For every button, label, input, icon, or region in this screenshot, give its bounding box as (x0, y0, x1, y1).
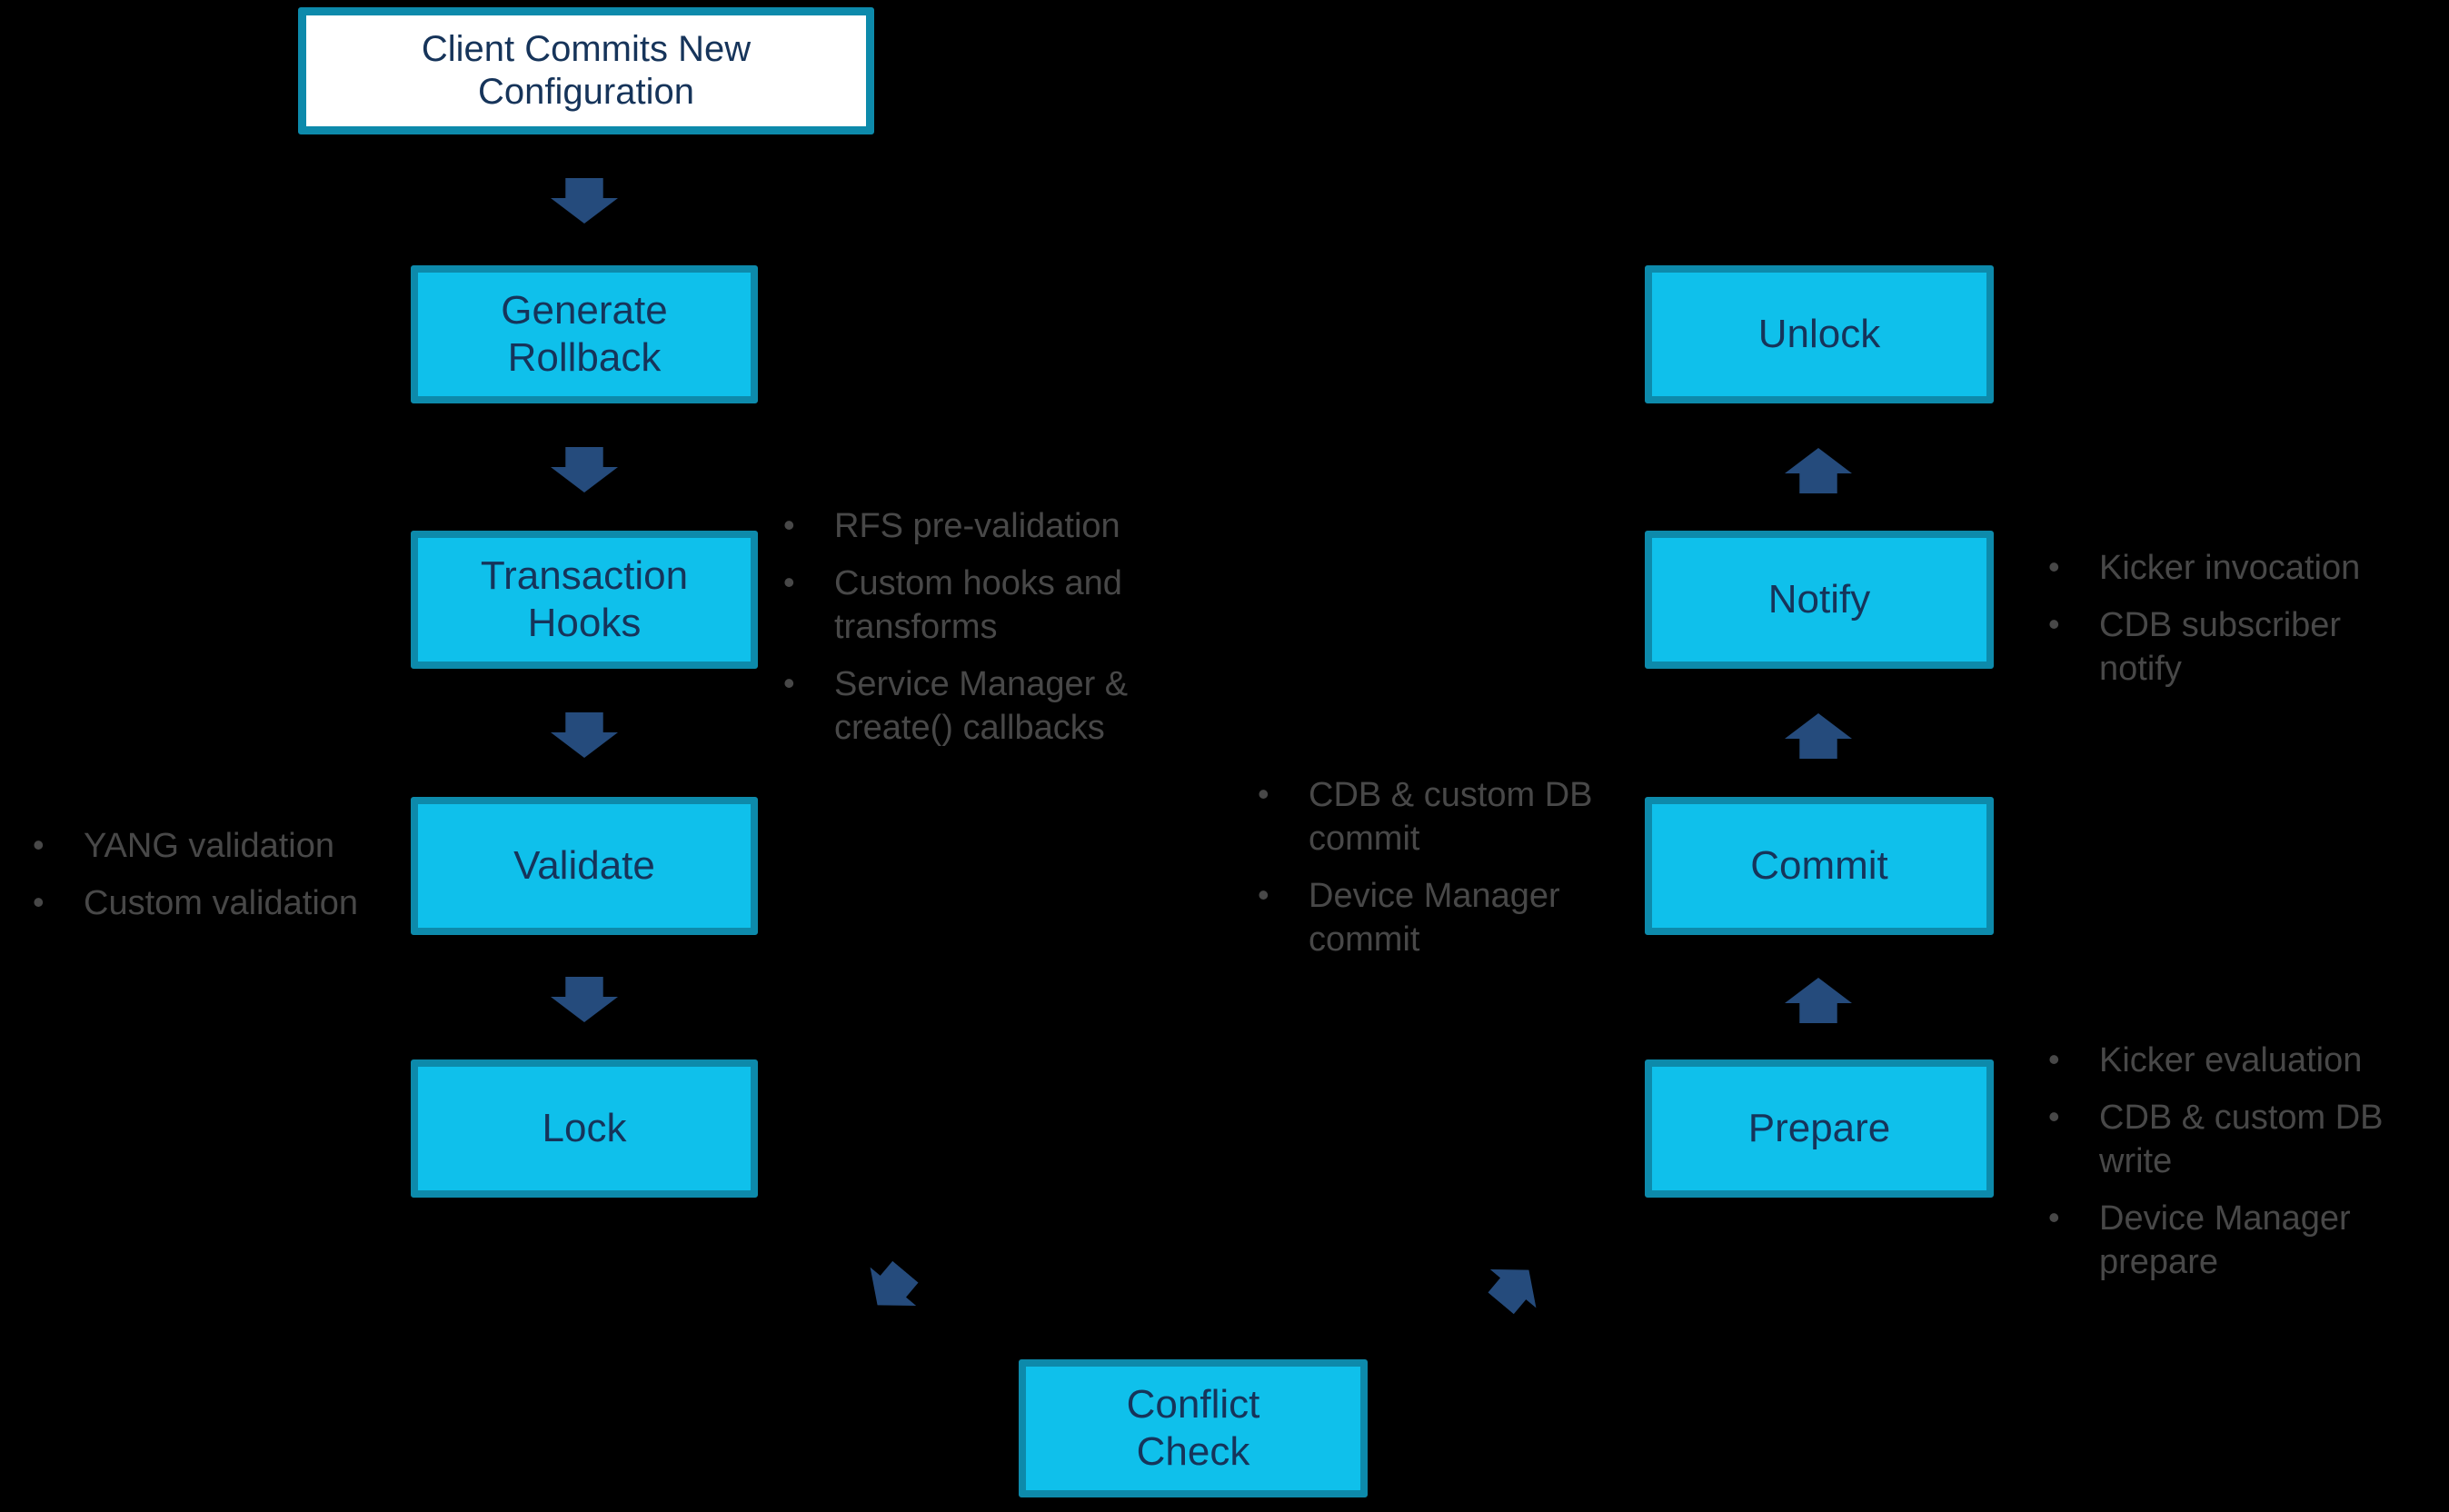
note-item: Custom validation (27, 881, 427, 926)
arrow-diagonal-lock-to-conflict-check (854, 1252, 928, 1324)
arrow-up-commit-to-notify (1785, 713, 1852, 759)
note-item: Device Manager prepare (2043, 1197, 2434, 1285)
notes-commit: CDB & custom DB commit Device Manager co… (1252, 773, 1634, 976)
note-item: Service Manager & create() callbacks (778, 662, 1169, 751)
note-item: RFS pre-validation (778, 504, 1169, 549)
note-item: CDB & custom DB commit (1252, 773, 1634, 861)
node-commit: Commit (1645, 797, 1994, 935)
node-unlock: Unlock (1645, 265, 1994, 403)
arrow-up-notify-to-unlock (1785, 448, 1852, 493)
node-commit-label: Commit (1750, 843, 1888, 889)
node-validate: Validate (411, 797, 758, 935)
arrow-down-transaction-hooks-to-validate (551, 712, 618, 758)
node-transaction-hooks-label: Transaction Hooks (480, 553, 689, 645)
node-conflict-check: Conflict Check (1019, 1359, 1368, 1497)
node-prepare: Prepare (1645, 1059, 1994, 1198)
node-client-commits: Client Commits New Configuration (298, 7, 874, 134)
node-lock: Lock (411, 1059, 758, 1198)
arrow-down-validate-to-lock (551, 977, 618, 1022)
node-generate-rollback: Generate Rollback (411, 265, 758, 403)
notes-prepare: Kicker evaluation CDB & custom DB write … (2043, 1039, 2434, 1298)
arrow-diagonal-conflict-check-to-prepare (1478, 1250, 1551, 1322)
note-item: CDB subscriber notify (2043, 603, 2424, 691)
note-item: YANG validation (27, 824, 427, 869)
note-item: Device Manager commit (1252, 874, 1634, 962)
node-unlock-label: Unlock (1757, 312, 1881, 357)
note-item: CDB & custom DB write (2043, 1096, 2434, 1184)
arrow-down-start-to-generate-rollback (551, 178, 618, 224)
note-item: Custom hooks and transforms (778, 562, 1169, 650)
node-lock-label: Lock (542, 1106, 627, 1151)
arrow-up-prepare-to-commit (1785, 978, 1852, 1023)
node-validate-label: Validate (513, 843, 655, 889)
node-conflict-check-label: Conflict Check (1126, 1382, 1260, 1474)
node-client-commits-label: Client Commits New Configuration (421, 28, 752, 112)
notes-transaction-hooks: RFS pre-validation Custom hooks and tran… (778, 504, 1169, 763)
notes-notify: Kicker invocation CDB subscriber notify (2043, 546, 2424, 705)
node-notify: Notify (1645, 531, 1994, 669)
node-prepare-label: Prepare (1747, 1106, 1891, 1151)
note-item: Kicker evaluation (2043, 1039, 2434, 1083)
notes-validate: YANG validation Custom validation (27, 824, 427, 940)
note-item: Kicker invocation (2043, 546, 2424, 591)
node-notify-label: Notify (1767, 577, 1871, 622)
node-transaction-hooks: Transaction Hooks (411, 531, 758, 669)
node-generate-rollback-label: Generate Rollback (501, 288, 668, 380)
arrow-down-generate-rollback-to-transaction-hooks (551, 447, 618, 492)
